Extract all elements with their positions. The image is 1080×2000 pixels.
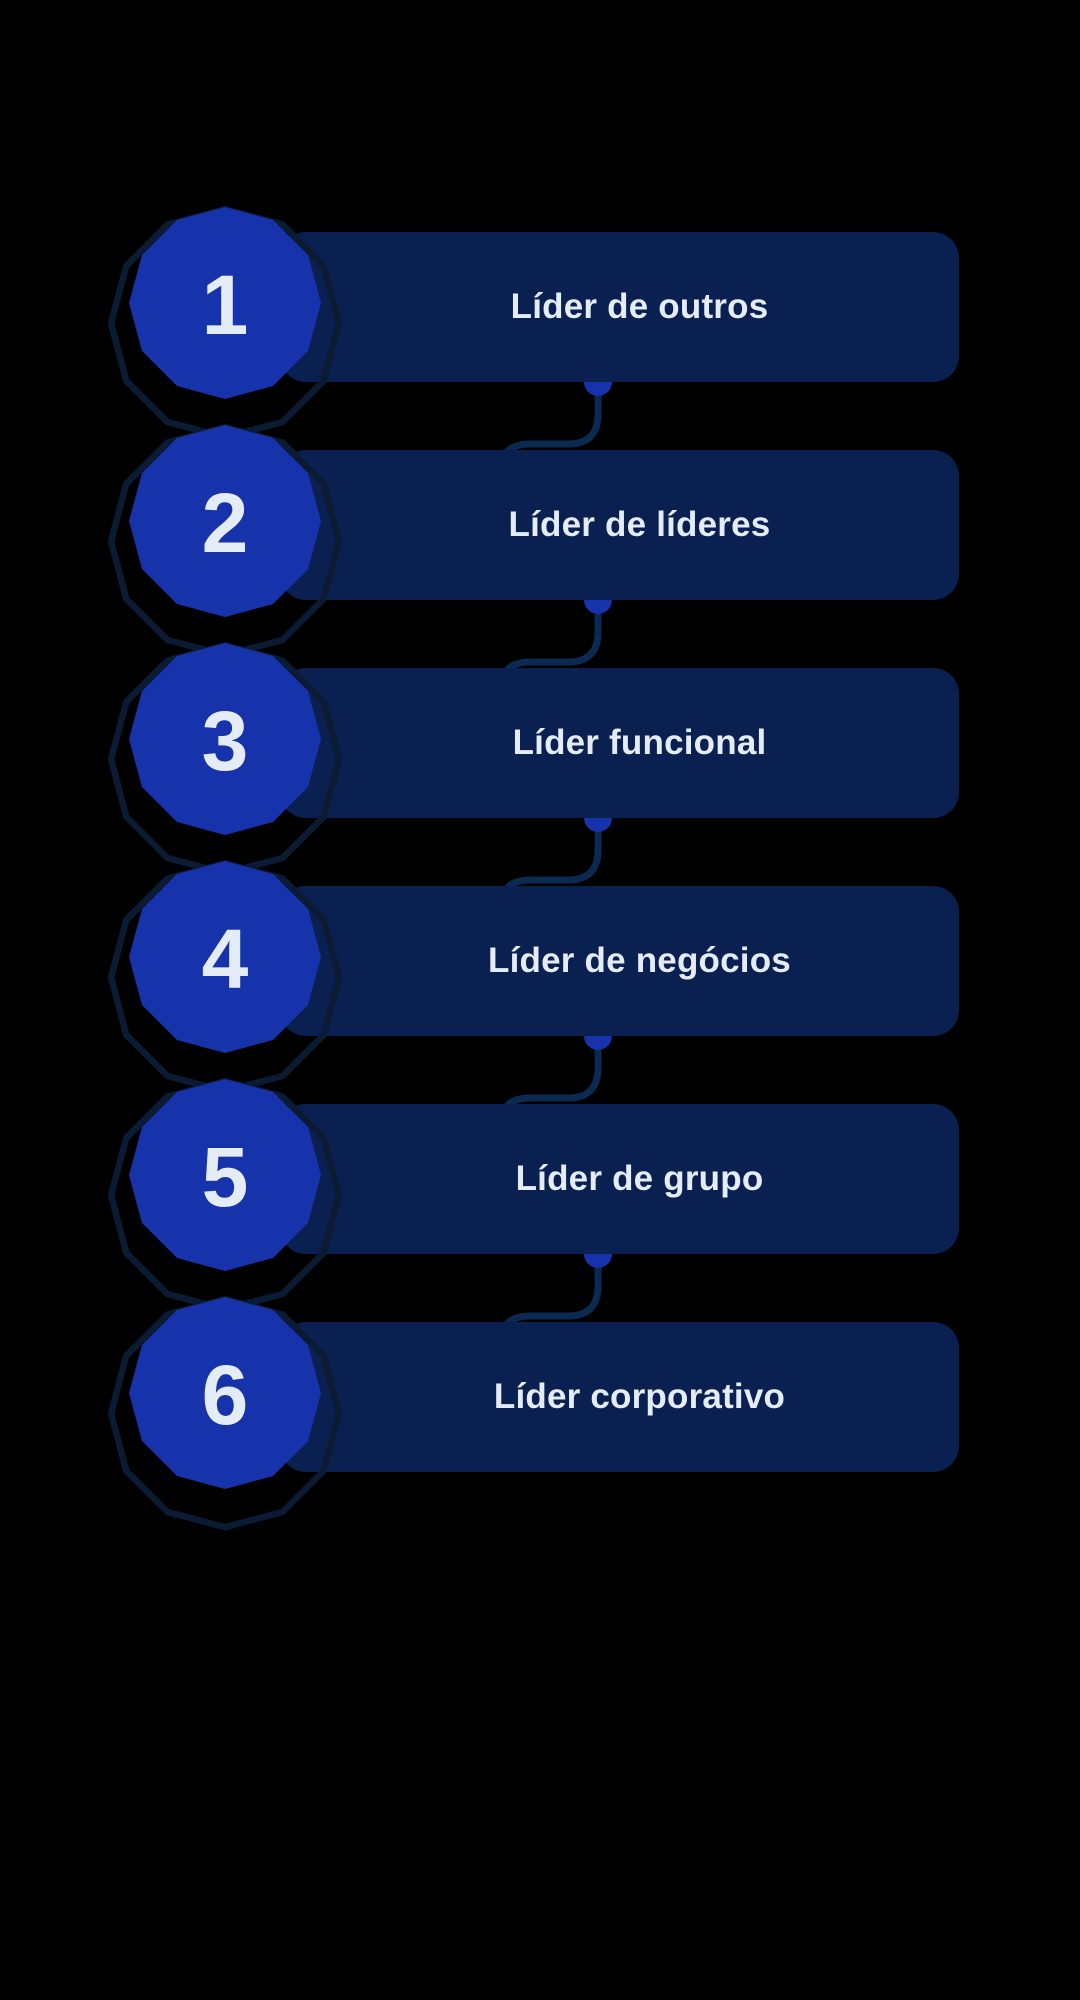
step-card-6[interactable]: Líder corporativo [280, 1322, 959, 1472]
decagon-icon [107, 205, 343, 441]
step-row-2[interactable]: Líder de líderes 2 [0, 423, 1080, 659]
decagon-icon [107, 423, 343, 659]
step-badge-5[interactable]: 5 [107, 1077, 343, 1313]
decagon-icon [107, 1077, 343, 1313]
decagon-icon [107, 1295, 343, 1531]
step-badge-1[interactable]: 1 [107, 205, 343, 441]
step-badge-3[interactable]: 3 [107, 641, 343, 877]
step-badge-6[interactable]: 6 [107, 1295, 343, 1531]
decagon-icon [107, 641, 343, 877]
step-label-4: Líder de negócios [488, 940, 791, 980]
step-label-1: Líder de outros [510, 286, 769, 326]
step-label-6: Líder corporativo [493, 1376, 786, 1416]
step-row-6[interactable]: Líder corporativo 6 [0, 1295, 1080, 1531]
step-row-3[interactable]: Líder funcional 3 [0, 641, 1080, 877]
step-badge-4[interactable]: 4 [107, 859, 343, 1095]
step-label-3: Líder funcional [512, 722, 767, 762]
step-label-5: Líder de grupo [515, 1158, 764, 1198]
decagon-icon [107, 859, 343, 1095]
step-card-4[interactable]: Líder de negócios [280, 886, 959, 1036]
step-card-3[interactable]: Líder funcional [280, 668, 959, 818]
step-label-2: Líder de líderes [508, 504, 771, 544]
step-row-5[interactable]: Líder de grupo 5 [0, 1077, 1080, 1313]
step-card-1[interactable]: Líder de outros [280, 232, 959, 382]
step-card-5[interactable]: Líder de grupo [280, 1104, 959, 1254]
step-card-2[interactable]: Líder de líderes [280, 450, 959, 600]
step-row-1[interactable]: Líder de outros 1 [0, 205, 1080, 441]
step-badge-2[interactable]: 2 [107, 423, 343, 659]
step-row-4[interactable]: Líder de negócios 4 [0, 859, 1080, 1095]
